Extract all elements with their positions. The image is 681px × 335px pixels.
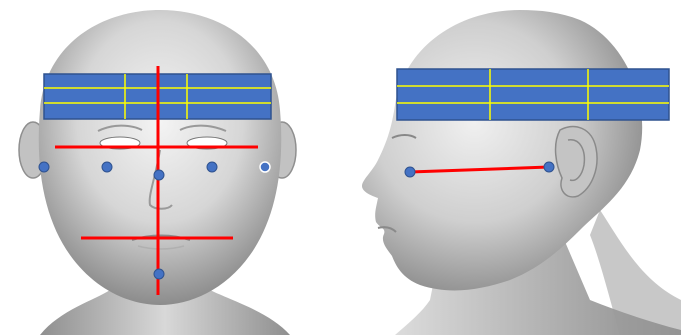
landmark-point <box>260 162 270 172</box>
landmark-point <box>207 162 217 172</box>
side-band-rect <box>397 69 669 120</box>
landmark-point <box>102 162 112 172</box>
side-head-band <box>397 69 669 120</box>
landmark-point <box>544 162 554 172</box>
landmark-point <box>154 269 164 279</box>
landmark-point <box>154 170 164 180</box>
landmark-point <box>405 167 415 177</box>
landmark-point <box>39 162 49 172</box>
